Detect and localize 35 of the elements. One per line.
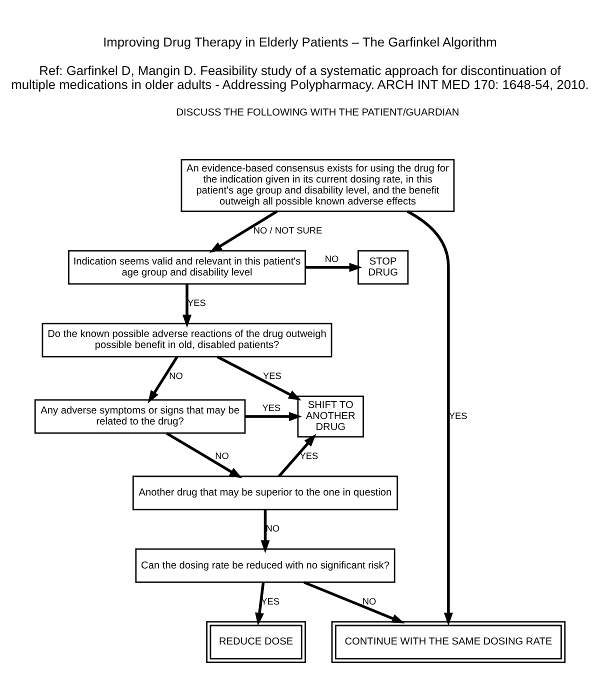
edge-label: YES [262, 370, 282, 380]
node-box: Indication seems valid and relevant in this patient's age group and disability level [68, 250, 306, 284]
edge-label: YES [262, 402, 281, 413]
node-box: SHIFT TO ANOTHER DRUG [297, 395, 364, 437]
node-box: STOP DRUG [358, 250, 409, 284]
node-box: An evidence-based consensus exists for using the drug for the indication given in its current dosing rate, in this patient's age group and disability level, and the benefit outweigh all possible known adverse effects [180, 158, 455, 212]
arrow [216, 355, 302, 400]
edge-label: NO [266, 523, 280, 534]
edge-label: NO [362, 596, 376, 606]
edge-label: YES [300, 450, 318, 460]
arrow [148, 356, 178, 403]
node-box: Do the known possible adverse reactions of the drug outweigh possible benefit in old, disabled patients? [42, 322, 332, 357]
arrow [305, 262, 362, 272]
edge-label: NO [324, 253, 339, 264]
arrow [245, 412, 302, 421]
arrow [255, 582, 265, 626]
node-box: Can the dosing rate be reduced with no significant risk? [135, 548, 396, 582]
arrow [209, 210, 278, 252]
arrow [166, 432, 242, 478]
label: DISCUSS THE FOLLOWING WITH THE PATIENT/GUARDIAN [176, 106, 460, 118]
arrow [260, 509, 270, 553]
edge-label: NO [169, 370, 183, 380]
node-box: Another drug that may be superior to the one in question [132, 475, 398, 510]
edge-label: YES [261, 596, 280, 606]
arrow [278, 433, 316, 477]
edge-label: NO [215, 450, 229, 460]
node-box: CONTINUE WITH THE SAME DOSING RATE [331, 620, 566, 663]
arrow [182, 284, 192, 328]
arrow [406, 210, 453, 626]
caption: Ref: Garfinkel D, Mangin D. Feasibility study of a systematic approach for discontinuation of multiple medications in older adults - Addressing Polypharmacy. ARCH INT MED 170: 1648-54, 2010. [11, 62, 589, 92]
node-box: REDUCE DOSE [206, 620, 306, 663]
edge-label: NO / NOT SURE [253, 224, 322, 235]
node-box: Any adverse symptoms or signs that may be related to the drug? [34, 398, 246, 434]
arrow [304, 580, 405, 623]
diagram-title: Improving Drug Therapy in Elderly Patients – The Garfinkel Algorithm [103, 34, 497, 50]
